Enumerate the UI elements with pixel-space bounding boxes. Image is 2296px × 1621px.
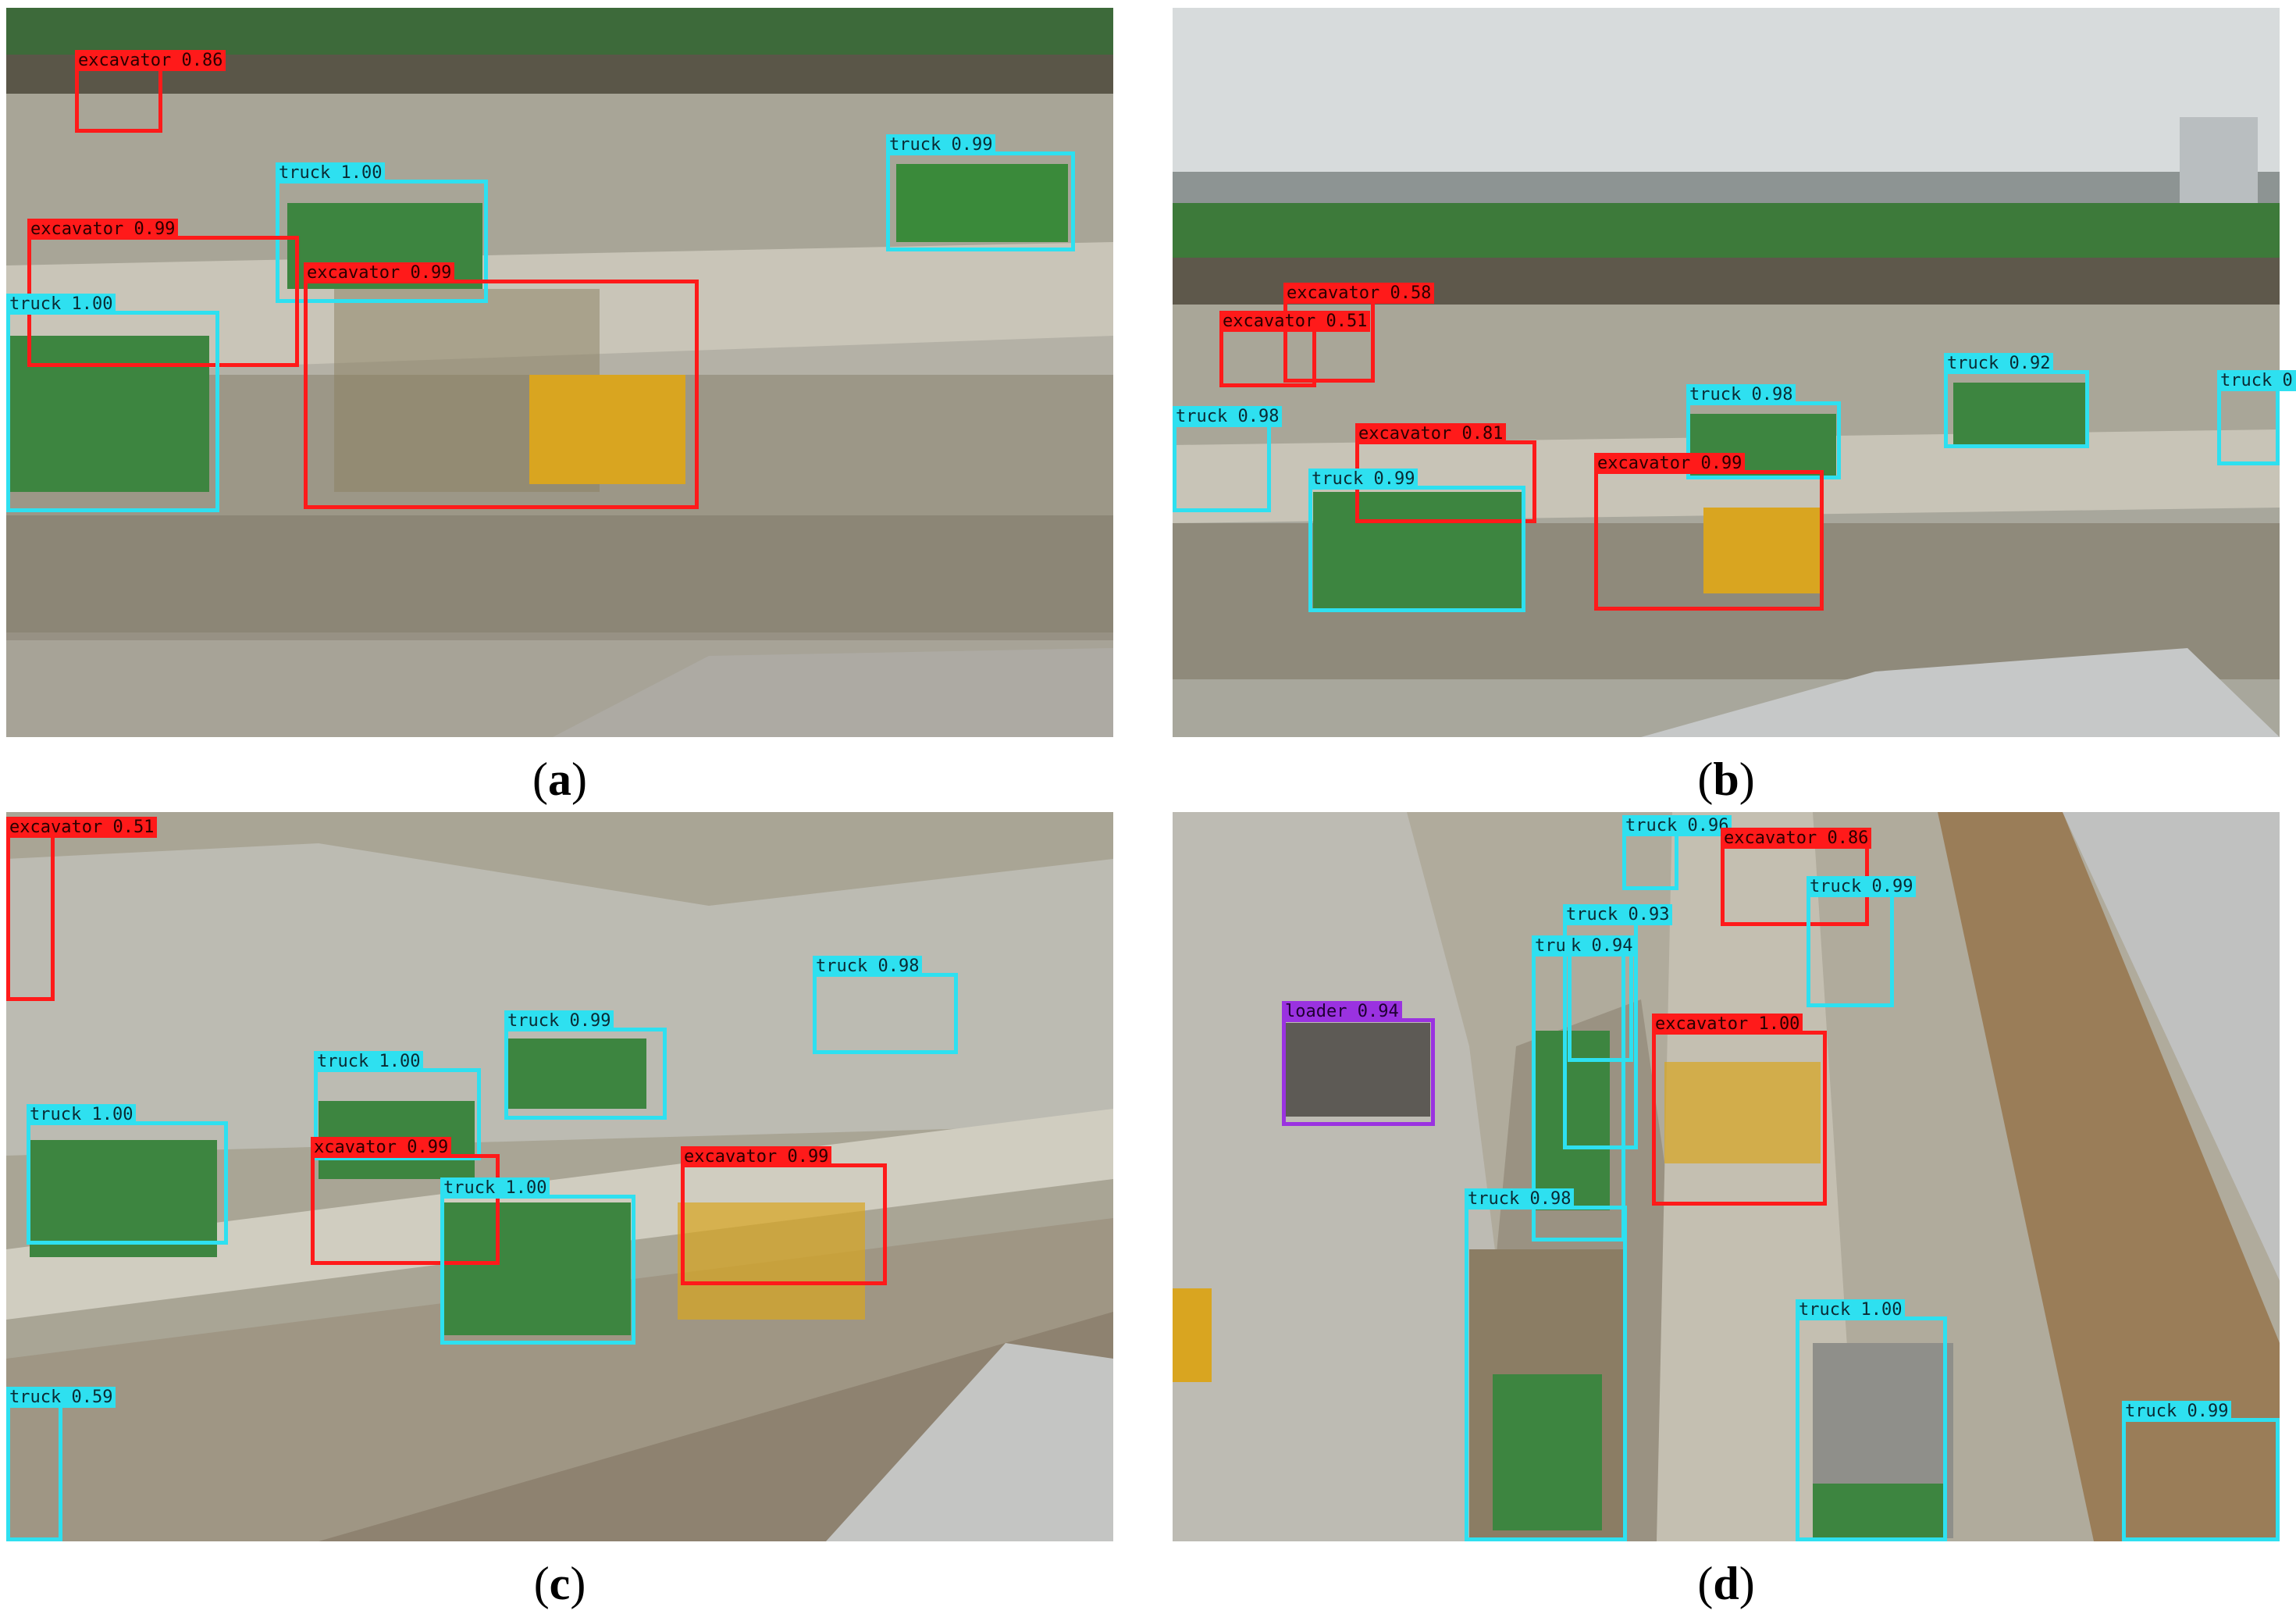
detection-label: truck 0.99 bbox=[886, 134, 996, 155]
truck-box: truck 0.96 bbox=[1622, 815, 1732, 890]
truck-box: truck 0.98 bbox=[1686, 384, 1841, 479]
detection-label: truck 0.99 bbox=[504, 1010, 614, 1031]
truck-box: truck 0 bbox=[2217, 370, 2296, 465]
detection-label: truck 0.98 bbox=[813, 956, 923, 977]
detection-label: excavator 0.58 bbox=[1283, 283, 1435, 304]
detection-label: excavator 0.99 bbox=[681, 1146, 832, 1167]
detection-label: xcavator 0.99 bbox=[311, 1137, 452, 1158]
excavator-box: excavator 0.58 bbox=[1283, 283, 1435, 383]
excavator-box: excavator 0.51 bbox=[1219, 311, 1371, 387]
caption-b: (b) bbox=[1697, 753, 1755, 805]
detection-panel-c: excavator 0.51 truck 0.98 truck 0.99 tru… bbox=[6, 812, 1113, 1541]
truck-box: truck 1.00 bbox=[6, 294, 219, 512]
truck-box: truck 0.93 bbox=[1563, 904, 1673, 1149]
excavator-box: xcavator 0.99 bbox=[311, 1137, 500, 1265]
truck-box: k 0.94 bbox=[1568, 935, 1636, 1062]
detection-label: excavator 0.51 bbox=[6, 817, 158, 838]
detection-label: tru bbox=[1532, 935, 1569, 957]
detection-label: truck 0.59 bbox=[6, 1387, 116, 1408]
detection-panel-d: truck 0.96 excavator 0.86 truck 0.99 tru… bbox=[1173, 812, 2280, 1541]
caption-d: (d) bbox=[1697, 1558, 1755, 1609]
construction-site-photo bbox=[1173, 8, 2280, 737]
truck-box: truck 0.98 bbox=[813, 956, 958, 1054]
truck-box: truck 1.00 bbox=[314, 1051, 481, 1160]
detection-label: truck 0 bbox=[2217, 370, 2296, 391]
detection-label: truck 0.99 bbox=[2122, 1401, 2232, 1422]
loader-box: loader 0.94 bbox=[1282, 1001, 1435, 1126]
construction-site-photo bbox=[6, 812, 1113, 1541]
detection-label: excavator 0.86 bbox=[75, 50, 226, 71]
detection-label: truck 1.00 bbox=[1796, 1299, 1906, 1320]
detection-label: excavator 0.99 bbox=[1594, 453, 1746, 474]
detection-label: truck 0.98 bbox=[1173, 406, 1283, 427]
excavator-box: excavator 0.51 bbox=[6, 817, 158, 1001]
truck-box: truck 1.00 bbox=[276, 162, 488, 303]
excavator-box: excavator 0.99 bbox=[681, 1146, 887, 1285]
detection-label: truck 1.00 bbox=[440, 1177, 550, 1199]
truck-box: truck 0.99 bbox=[1807, 876, 1917, 1007]
truck-box: truck 0.59 bbox=[6, 1387, 116, 1541]
excavator-box: excavator 0.86 bbox=[75, 50, 226, 133]
truck-box: truck 0.98 bbox=[1173, 406, 1283, 512]
detection-label: excavator 0.99 bbox=[304, 262, 455, 283]
truck-box: truck 0.99 bbox=[1308, 468, 1525, 612]
detection-label: excavator 0.86 bbox=[1721, 828, 1872, 849]
detection-label: truck 0.96 bbox=[1622, 815, 1732, 836]
excavator-box: excavator 0.99 bbox=[304, 262, 699, 509]
excavator-box: excavator 0.99 bbox=[1594, 453, 1824, 611]
construction-site-photo bbox=[6, 8, 1113, 737]
truck-box: truck 1.00 bbox=[27, 1104, 228, 1245]
detection-label: truck 1.00 bbox=[276, 162, 386, 183]
truck-box: truck 1.00 bbox=[1796, 1299, 1947, 1541]
excavator-box: excavator 1.00 bbox=[1652, 1014, 1827, 1206]
truck-box: truck 0.99 bbox=[886, 134, 1075, 251]
caption-c: (c) bbox=[533, 1558, 586, 1609]
detection-label: excavator 0.51 bbox=[1219, 311, 1371, 332]
detection-label: loader 0.94 bbox=[1282, 1001, 1402, 1022]
detection-label: truck 1.00 bbox=[6, 294, 116, 315]
truck-box: truck 0.92 bbox=[1944, 353, 2089, 448]
detection-label: truck 0.99 bbox=[1308, 468, 1419, 490]
detection-panel-b: excavator 0.58 excavator 0.51 truck 0.92… bbox=[1173, 8, 2296, 737]
detection-label: excavator 1.00 bbox=[1652, 1014, 1803, 1035]
truck-box: truck 1.00 bbox=[440, 1177, 635, 1345]
detection-label: truck 0.93 bbox=[1563, 904, 1673, 925]
excavator-box: excavator 0.86 bbox=[1721, 828, 1872, 926]
detection-label: k 0.94 bbox=[1568, 935, 1636, 957]
detection-label: truck 1.00 bbox=[314, 1051, 424, 1072]
detection-label: truck 0.98 bbox=[1686, 384, 1796, 405]
detection-label: truck 1.00 bbox=[27, 1104, 137, 1125]
detection-label: truck 0.99 bbox=[1807, 876, 1917, 897]
caption-a: (a) bbox=[532, 753, 587, 805]
truck-box: truck 0.98 bbox=[1465, 1188, 1627, 1541]
detection-label: truck 0.98 bbox=[1465, 1188, 1575, 1210]
detection-label: excavator 0.99 bbox=[27, 219, 179, 240]
truck-box: truck 0.99 bbox=[2122, 1401, 2280, 1541]
detection-label: truck 0.92 bbox=[1944, 353, 2054, 374]
truck-box: truck 0.99 bbox=[504, 1010, 667, 1120]
detection-label: excavator 0.81 bbox=[1355, 423, 1507, 444]
detection-panel-a: excavator 0.86 truck 0.99 truck 1.00 exc… bbox=[6, 8, 1113, 737]
